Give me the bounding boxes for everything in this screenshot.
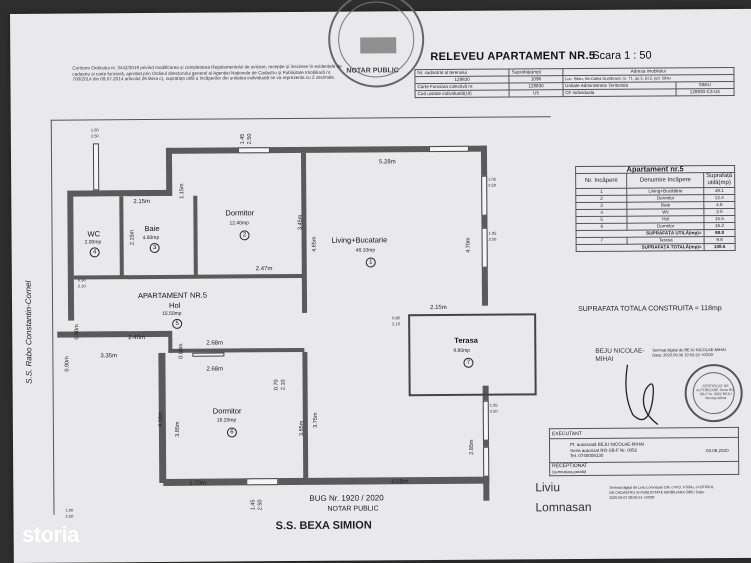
door-width: 0.90	[77, 277, 86, 283]
dim-label: 2.68m	[206, 340, 224, 347]
dim-label: 3.75m	[312, 412, 319, 428]
window-width: 1.00	[90, 127, 99, 133]
dim-label: 4.58m	[391, 479, 408, 486]
header-cell: Nr. Incăpere	[575, 173, 628, 189]
window-width: 1.00	[65, 507, 74, 513]
dim-label: 3.35m	[100, 353, 118, 360]
door-height: 2.10	[77, 283, 86, 289]
handwritten-signature	[625, 364, 659, 426]
dim-label: 2.85m	[468, 439, 476, 455]
window-height: 2.50	[489, 408, 498, 414]
room-terasa-area: 9.80mp	[453, 347, 471, 354]
authorization-seal: CERTIFICAT DE AUTORIZARE Seria RO-SB-F N…	[684, 363, 743, 423]
executant-date: 03.09.2020	[706, 447, 729, 453]
dim-label: 2.15m	[129, 229, 136, 246]
room-baie-area: 4.60mp	[142, 234, 160, 242]
window-height: 2.50	[65, 513, 74, 519]
door-width: 0.70	[273, 379, 280, 391]
dim-label: 2.68m	[206, 366, 224, 373]
digital-signature-note2: Semnat digital de Liviu Lomnasan DN: c=R…	[609, 485, 714, 500]
dim-label: 2.40m	[128, 335, 145, 342]
dim-label: 1.15m	[179, 183, 186, 199]
door-width: 0.80	[392, 315, 400, 321]
window-width: 1.05	[488, 176, 496, 182]
dim-label: 4.70m	[465, 237, 472, 253]
scale-label: Scara 1 : 50	[592, 49, 652, 62]
room-dormitor2-name: Dormitor	[212, 406, 242, 416]
room-living-number: 1	[365, 257, 376, 268]
door-height: 2.10	[280, 379, 287, 391]
window-height: 2.50	[90, 133, 99, 139]
bug-number: BUG Nr. 1920 / 2020	[309, 493, 384, 503]
window-width: 1.05	[488, 230, 497, 236]
room-dormitor1-name: Dormitor	[225, 208, 255, 218]
dim-label: 2.15m	[430, 304, 447, 312]
dim-label: 3.85m	[174, 421, 181, 437]
surveyor-name-line2: MIHAI	[595, 355, 614, 363]
room-dormitor1-number: 2	[239, 230, 250, 241]
window-width: 1.45	[239, 133, 246, 145]
left-side-signature-text: S.S. Rabo Constantin-Cornel	[23, 280, 34, 384]
dim-label: 3.85m	[298, 420, 305, 436]
signer-first-name: Liviu	[535, 480, 561, 495]
dim-label: 0.90m	[64, 356, 71, 372]
dim-label: 4.10m	[157, 411, 164, 427]
notary-public-label: NOTAR PUBLIC	[327, 505, 379, 513]
room-dormitor2-area: 16.20mp	[216, 417, 237, 424]
signer-last-name: Lomnasan	[535, 499, 592, 515]
room-terasa-number: 7	[463, 357, 474, 368]
dim-label: 5.28m	[379, 159, 396, 166]
window-height: 2.50	[488, 236, 497, 242]
room-terasa-name: Terasa	[454, 335, 478, 345]
window-width: 1.05	[489, 402, 498, 408]
room-dormitor1-area: 12.40mp	[229, 220, 249, 227]
room-living-area: 48.10mp	[355, 247, 376, 254]
total-value: 108.6	[704, 243, 736, 251]
storia-watermark: storia	[22, 522, 79, 547]
seal-text: CERTIFICAT DE AUTORIZARE Seria RO-SB-F N…	[696, 383, 736, 401]
window-width: 1.45	[250, 499, 257, 511]
room-dormitor2-number: 6	[226, 427, 237, 438]
room-baie-name: Baie	[144, 223, 160, 234]
room-hol-area: 15.50mp	[162, 310, 182, 317]
cell: 128830-C3-U5	[675, 88, 735, 96]
cell: CF individuala	[562, 88, 676, 97]
room-hol-number: 5	[172, 318, 183, 329]
total-label: SUPRAFAȚA TOTALĂ(mp)=	[576, 243, 705, 252]
document-page: NOTAR PUBLIC Conform Ordinului nr. 3442/…	[10, 0, 751, 563]
dim-label: 0.80m	[74, 324, 81, 340]
dim-label: 2.15m	[133, 199, 151, 206]
header-cell: Denumire Incăpere	[627, 172, 704, 189]
terasa-outline	[408, 313, 537, 397]
room-wc-name: WC	[87, 229, 101, 239]
apartment-plan-title: APARTAMENT NR.5	[137, 290, 208, 301]
window-height: 2.50	[257, 499, 264, 511]
floor-plan: Living+Bucatarie 48.10mp 1 Dormitor 12.4…	[10, 10, 574, 563]
dim-label: 0.80m	[178, 343, 185, 359]
room-baie-number: 3	[149, 242, 160, 254]
dim-label: 1.70m	[189, 480, 206, 487]
dim-label: 4.65m	[311, 236, 318, 252]
header-cell: Suprafață utilă(mp)	[703, 172, 735, 188]
room-wc-number: 4	[89, 247, 100, 258]
apartment-areas-table: Apartament nr.5 Nr. Incăpere Denumire In…	[575, 164, 736, 252]
door-height: 2.10	[392, 321, 400, 327]
dim-label: 2.47m	[255, 266, 273, 273]
room-hol-name: Hol	[169, 300, 181, 310]
room-living-name: Living+Bucatarie	[331, 235, 388, 245]
executant-table: EXECUTANT Pf. autorizată BEJU NICOLAE-MI…	[549, 427, 739, 476]
window-height: 2.50	[488, 182, 497, 188]
receptionat-sublabel: (semnatura,parafa)	[552, 468, 587, 475]
room-wc-area: 2.00mp	[84, 239, 102, 246]
notary-signature-name: S.S. BEXA SIMION	[275, 519, 372, 533]
dim-label: 3.45m	[297, 214, 304, 230]
built-area-note: SUPRAFATA TOTALA CONSTRUITA = 118mp	[578, 305, 722, 314]
window-height: 2.50	[246, 133, 253, 145]
